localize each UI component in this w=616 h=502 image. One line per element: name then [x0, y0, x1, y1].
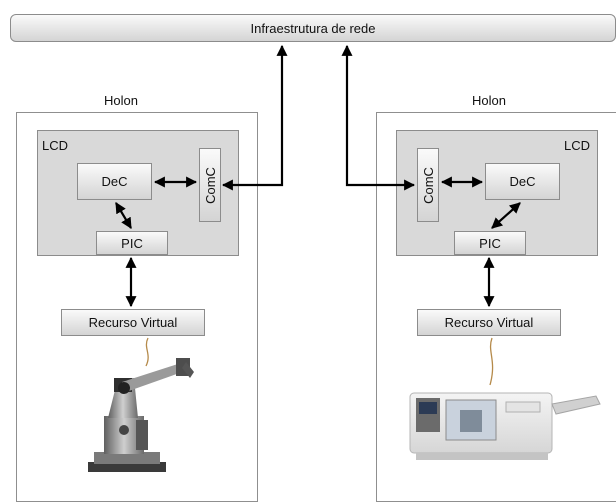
cable-left: [145, 337, 149, 367]
virtual-resource-right-label: Recurso Virtual: [444, 315, 534, 330]
lcd-right-label: LCD: [564, 138, 591, 153]
dec-right-label: DeC: [509, 174, 536, 189]
pic-left-label: PIC: [121, 235, 143, 251]
network-label: Infraestrutura de rede: [250, 20, 376, 36]
arrow-dec-pic-left: [115, 202, 132, 229]
arrow-dec-pic-right: [491, 202, 521, 229]
industrial-robot-arm-icon: [88, 358, 194, 472]
arrow-comc-left-network: [221, 44, 288, 191]
lcd-left-label: LCD: [42, 138, 69, 153]
virtual-resource-right: Recurso Virtual: [417, 309, 561, 336]
dec-left-label: DeC: [101, 174, 128, 189]
dec-left: DeC: [77, 163, 152, 200]
virtual-resource-left-label: Recurso Virtual: [88, 315, 178, 330]
cnc-lathe-machine-icon: [409, 392, 601, 460]
network-infrastructure-bar: Infraestrutura de rede: [10, 14, 616, 42]
pic-left: PIC: [96, 231, 168, 255]
comc-right: ComC: [417, 148, 439, 222]
pic-right-label: PIC: [479, 235, 501, 251]
cable-right: [489, 337, 494, 386]
pic-right: PIC: [454, 231, 526, 255]
arrow-network-comc-right: [341, 44, 416, 191]
holon-left-title: Holon: [104, 93, 138, 108]
comc-left: ComC: [199, 148, 221, 222]
virtual-resource-left: Recurso Virtual: [61, 309, 205, 336]
holon-right-title: Holon: [472, 93, 506, 108]
dec-right: DeC: [485, 163, 560, 200]
